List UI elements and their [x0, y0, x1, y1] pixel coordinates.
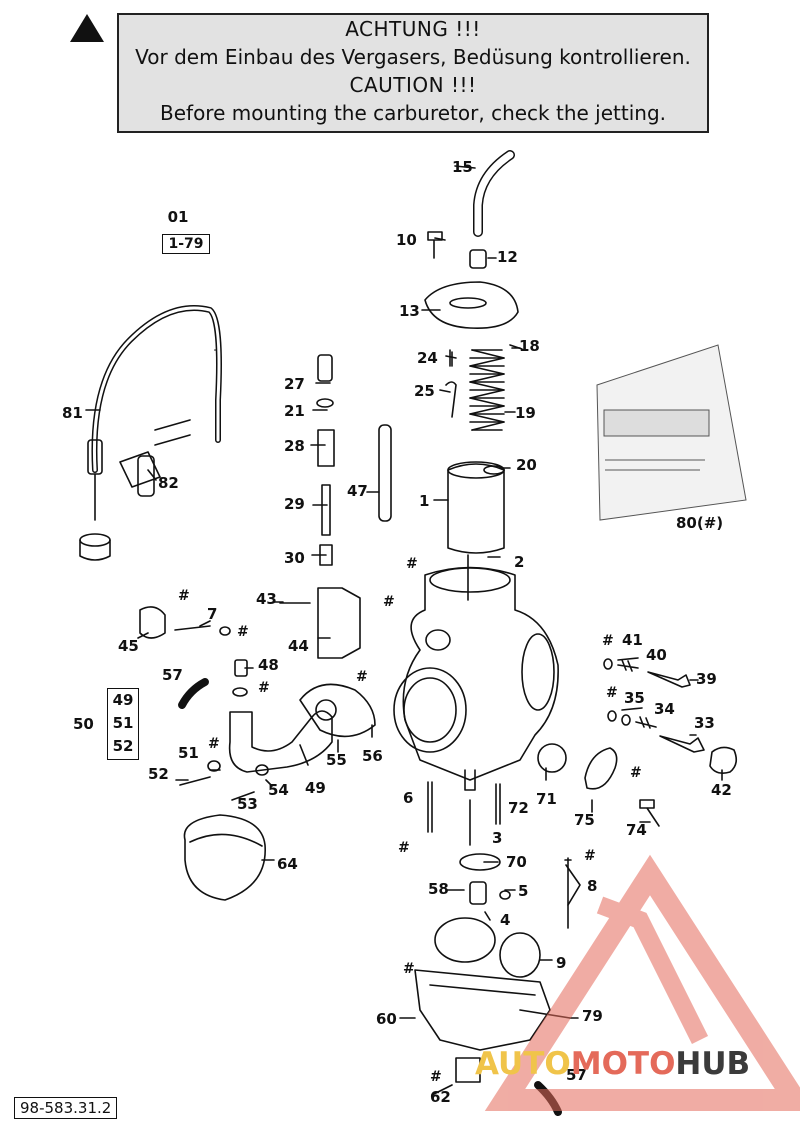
hash-marker: # [606, 685, 618, 701]
hash-marker: # [403, 961, 415, 977]
part-label: 58 [428, 880, 449, 898]
manual-illustration-icon [596, 344, 747, 521]
part-label: 44 [288, 637, 309, 655]
part-label: 55 [326, 751, 347, 769]
part-label: 54 [268, 781, 289, 799]
warning-box: ACHTUNG !!! Vor dem Einbau des Vergasers… [117, 13, 709, 133]
part-label: 25 [414, 382, 435, 400]
part-label: 75 [574, 811, 595, 829]
part-label: 8 [587, 877, 597, 895]
part-label: 27 [284, 375, 305, 393]
part-label: 1 [419, 492, 429, 510]
part-label: 7 [207, 605, 217, 623]
warning-text-en: Before mounting the carburetor, check th… [160, 101, 666, 125]
part-label: 57 [566, 1066, 587, 1084]
part-label: 62 [430, 1088, 451, 1106]
part-label: 28 [284, 437, 305, 455]
hash-marker: # [178, 588, 190, 604]
watermark-part3: HUB [675, 1046, 751, 1082]
part-label: 33 [694, 714, 715, 732]
warning-text-de: Vor dem Einbau des Vergasers, Bedüsung k… [135, 45, 691, 69]
hash-marker: # [406, 556, 418, 572]
hash-marker: # [383, 594, 395, 610]
part-label: 40 [646, 646, 667, 664]
set-group-label: 50 [73, 715, 94, 733]
part-label: 43 [256, 590, 277, 608]
part-label: 34 [654, 700, 675, 718]
part-label: 13 [399, 302, 420, 320]
hash-marker: # [430, 1069, 442, 1085]
part-label: 3 [492, 829, 502, 847]
part-label: 82 [158, 474, 179, 492]
part-label: 9 [556, 954, 566, 972]
part-label: 12 [497, 248, 518, 266]
part-label: 5 [518, 882, 528, 900]
part-label: 18 [519, 337, 540, 355]
part-label: 4 [500, 911, 510, 929]
part-label: 79 [582, 1007, 603, 1025]
hash-marker: # [630, 765, 642, 781]
hash-marker: # [237, 624, 249, 640]
set-item: 51 [112, 714, 134, 732]
hash-marker: # [398, 840, 410, 856]
part-label: 57 [162, 666, 183, 684]
hash-marker: # [258, 680, 270, 696]
hash-marker: # [208, 736, 220, 752]
part-label: 35 [624, 689, 645, 707]
part-label: 64 [277, 855, 298, 873]
part-label: 60 [376, 1010, 397, 1028]
warning-title-en: CAUTION !!! [349, 73, 477, 97]
warning-title-de: ACHTUNG !!! [345, 17, 481, 41]
part-label: 72 [508, 799, 529, 817]
part-label: 29 [284, 495, 305, 513]
warning-triangle-icon [70, 14, 104, 42]
part-label: 71 [536, 790, 557, 808]
part-label: 30 [284, 549, 305, 567]
part-label: 41 [622, 631, 643, 649]
hash-marker: # [602, 633, 614, 649]
part-label: 70 [506, 853, 527, 871]
part-label: 81 [62, 404, 83, 422]
hash-marker: # [584, 848, 596, 864]
reference-number: 01 [167, 208, 189, 226]
hash-marker: # [356, 669, 368, 685]
part-label: 2 [514, 553, 524, 571]
part-label: 53 [237, 795, 258, 813]
part-label: 48 [258, 656, 279, 674]
part-label: 56 [362, 747, 383, 765]
set-item: 52 [112, 737, 134, 755]
watermark-part2: MOTO [570, 1046, 676, 1082]
reference-range: 1-79 [162, 234, 210, 254]
part-label: 49 [305, 779, 326, 797]
part-label: 47 [347, 482, 368, 500]
part-label: 10 [396, 231, 417, 249]
part-label: 80(#) [676, 514, 723, 532]
part-label: 15 [452, 158, 473, 176]
part-label: 74 [626, 821, 647, 839]
part-label: 24 [417, 349, 438, 367]
part-label: 51 [178, 744, 199, 762]
document-number: 98-583.31.2 [14, 1097, 118, 1119]
part-label: 20 [516, 456, 537, 474]
part-label: 21 [284, 402, 305, 420]
part-label: 19 [515, 404, 536, 422]
part-label: 39 [696, 670, 717, 688]
watermark-part1: AUTO [475, 1046, 571, 1082]
part-label: 6 [403, 789, 413, 807]
set-group-box: 49 51 52 [107, 688, 139, 760]
part-label: 52 [148, 765, 169, 783]
part-label: 45 [118, 637, 139, 655]
watermark-text: AUTOMOTOHUB [475, 1046, 750, 1082]
set-item: 49 [112, 691, 134, 709]
part-label: 42 [711, 781, 732, 799]
watermark-triangle-icon [484, 854, 800, 1111]
